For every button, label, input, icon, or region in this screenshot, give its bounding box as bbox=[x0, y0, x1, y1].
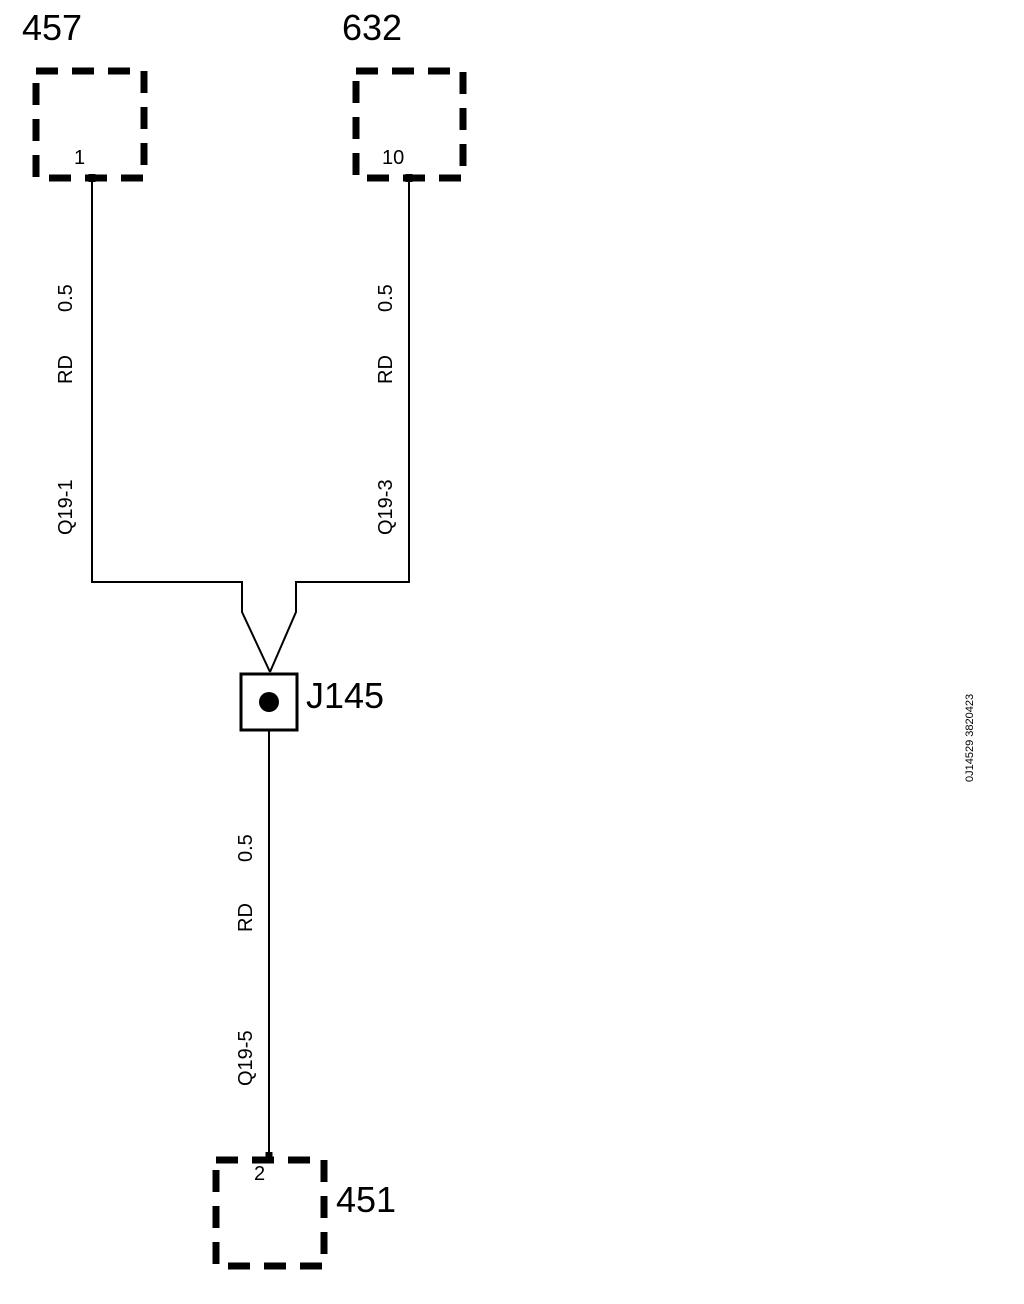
connector-632: 632 10 bbox=[342, 7, 467, 182]
wire-q19-5-id: Q19-5 bbox=[235, 1030, 257, 1086]
document-id: 0J14529 3820423 bbox=[964, 694, 976, 782]
connector-457-label: 457 bbox=[22, 7, 82, 48]
connector-451-pin-label: 2 bbox=[254, 1163, 265, 1185]
connector-457: 457 1 bbox=[22, 7, 148, 182]
connector-632-pin-label: 10 bbox=[382, 147, 404, 169]
wire-q19-1 bbox=[91, 182, 271, 673]
connector-457-box bbox=[32, 67, 148, 182]
connector-632-label: 632 bbox=[342, 7, 402, 48]
wire-q19-5-size: 0.5 bbox=[235, 834, 257, 862]
wire-q19-3-size: 0.5 bbox=[375, 284, 397, 312]
connector-632-box bbox=[352, 67, 467, 182]
connector-451-box bbox=[212, 1156, 328, 1270]
wire-q19-1-color: RD bbox=[55, 355, 77, 384]
junction-j145-label: J145 bbox=[306, 675, 384, 716]
connector-457-pin-label: 1 bbox=[74, 147, 85, 169]
wire-q19-5-color: RD bbox=[235, 903, 257, 932]
connector-451-label: 451 bbox=[336, 1179, 396, 1220]
wire-q19-1-id: Q19-1 bbox=[55, 479, 77, 535]
wire-q19-3-id: Q19-3 bbox=[375, 479, 397, 535]
wire-q19-1-size: 0.5 bbox=[55, 284, 77, 312]
connector-451: 2 451 bbox=[212, 1152, 396, 1270]
wire-q19-3 bbox=[269, 182, 410, 673]
wire-q19-3-color: RD bbox=[375, 355, 397, 384]
junction-dot bbox=[259, 692, 279, 712]
junction-j145: J145 bbox=[239, 672, 384, 732]
